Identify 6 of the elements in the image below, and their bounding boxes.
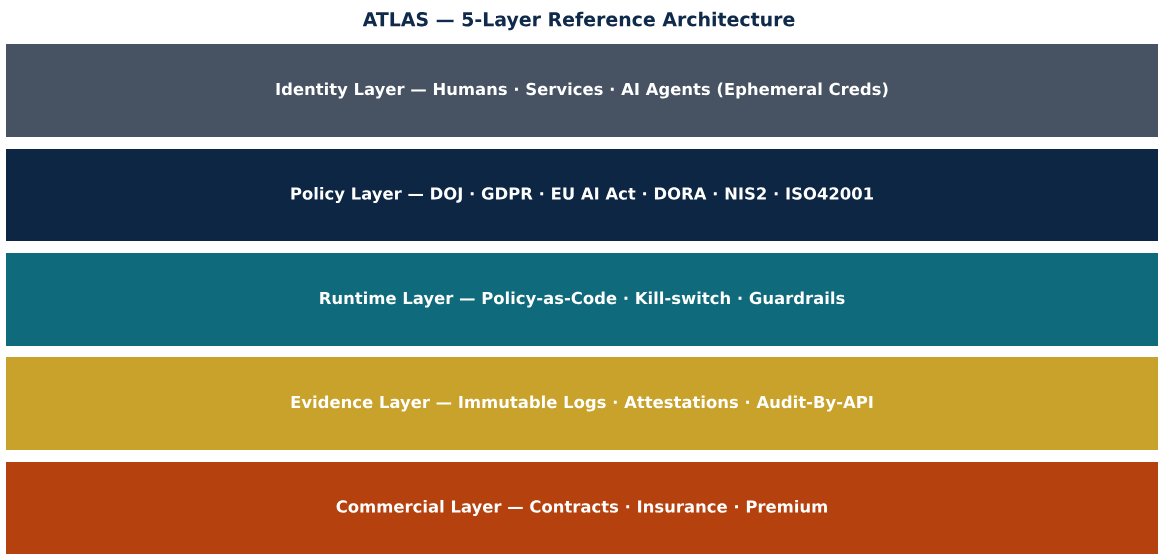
layer-band: Commercial Layer — Contracts · Insurance · Premium (6, 462, 1158, 554)
layer-band: Identity Layer — Humans · Services · AI Agents (Ephemeral Creds) (6, 44, 1158, 137)
title: ATLAS — 5-Layer Reference Architecture (362, 11, 795, 31)
layer-band: Evidence Layer — Immutable Logs · Attestations · Audit-By-API (6, 357, 1158, 450)
layer-band: Runtime Layer — Policy-as-Code · Kill-switch · Guardrails (6, 253, 1158, 346)
layer-band: Policy Layer — DOJ · GDPR · EU AI Act · DORA · NIS2 · ISO42001 (6, 149, 1158, 241)
